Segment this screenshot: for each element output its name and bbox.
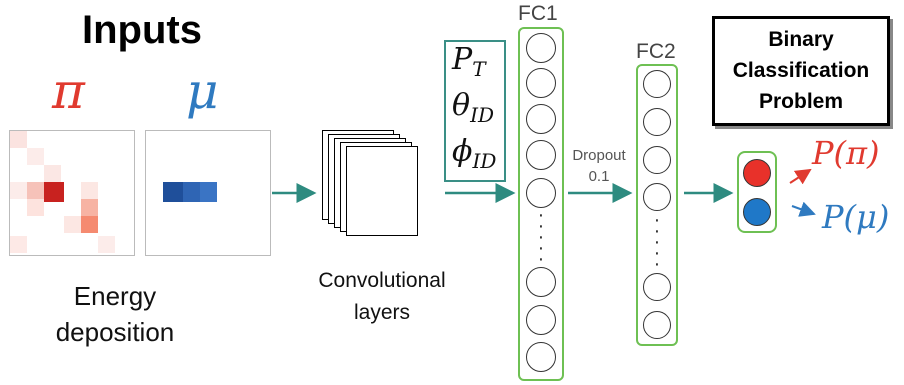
neuron <box>526 342 556 372</box>
neuron <box>643 70 671 98</box>
neuron <box>526 178 556 208</box>
pixel <box>64 216 81 233</box>
neuron <box>643 146 671 174</box>
fc1-label: FC1 <box>518 2 558 25</box>
neuron <box>526 140 556 170</box>
neuron <box>643 183 671 211</box>
pixel <box>10 182 27 199</box>
pixel <box>44 182 64 202</box>
mu-symbol: μ <box>186 62 219 120</box>
muon-probability-label: P(μ) <box>822 198 890 236</box>
convolutional-layers-caption: Convolutional layers <box>292 265 472 329</box>
neuron <box>526 68 556 98</box>
muon-energy-map <box>145 130 271 256</box>
feature-subscript: T <box>472 57 486 81</box>
output-layer-box <box>737 151 777 233</box>
inputs-title: Inputs <box>82 8 202 52</box>
binary-classification-box <box>712 16 890 126</box>
conv-sheet <box>346 146 418 236</box>
pixel <box>10 236 27 253</box>
feature-base: P <box>452 42 473 77</box>
pixel <box>81 199 98 216</box>
feature-box <box>444 40 506 182</box>
caption-line: Convolutional <box>318 269 446 292</box>
fc1-layer-box <box>518 27 564 381</box>
arrow-to-muon-probability <box>791 201 816 217</box>
feature-subscript: ID <box>472 149 497 173</box>
feature-subscript: ID <box>470 103 494 127</box>
neuron <box>643 108 671 136</box>
muon-output-node <box>743 198 771 226</box>
neuron <box>526 267 556 297</box>
ellipsis-dots: ····· <box>653 209 661 275</box>
neuron <box>526 305 556 335</box>
neuron <box>526 33 556 63</box>
feature-phi: ϕID <box>452 134 496 173</box>
feature-theta: θID <box>452 88 494 127</box>
binary-classification-title: Binary Classification Problem <box>712 24 890 117</box>
neuron <box>526 104 556 134</box>
fc2-layer-box <box>636 64 678 346</box>
energy-deposition-caption: Energy deposition <box>40 278 190 350</box>
pixel <box>44 165 61 182</box>
feature-base: θ <box>452 88 471 123</box>
pixel <box>27 199 44 216</box>
pixel <box>183 182 200 202</box>
title-line: Problem <box>758 90 844 113</box>
title-line: Binary <box>768 28 834 51</box>
arrow-to-pion-probability <box>789 168 812 185</box>
pixel <box>27 148 44 165</box>
title-line: Classification <box>732 59 870 82</box>
dropout-label: Dropout 0.1 <box>563 145 635 187</box>
feature-base: ϕ <box>452 134 473 169</box>
pixel <box>98 236 115 253</box>
caption-line: Energy <box>73 281 157 311</box>
pixel <box>200 182 217 202</box>
pi-symbol: π <box>52 62 85 120</box>
pixel <box>10 131 27 148</box>
fc2-label: FC2 <box>636 40 676 63</box>
pixel <box>81 182 98 199</box>
pixel <box>163 182 183 202</box>
pion-output-node <box>743 159 771 187</box>
feature-pt: PT <box>452 42 486 81</box>
neuron <box>643 311 671 339</box>
neuron <box>643 273 671 301</box>
ellipsis-dots: ····· <box>537 204 545 270</box>
pion-probability-label: P(π) <box>812 134 880 172</box>
pixel <box>27 182 44 199</box>
dropout-rate: 0.1 <box>588 168 610 185</box>
pixel <box>81 216 98 233</box>
caption-line: layers <box>353 301 411 324</box>
caption-line: deposition <box>55 317 175 347</box>
pion-energy-map <box>9 130 135 256</box>
dropout-text: Dropout <box>572 147 626 164</box>
